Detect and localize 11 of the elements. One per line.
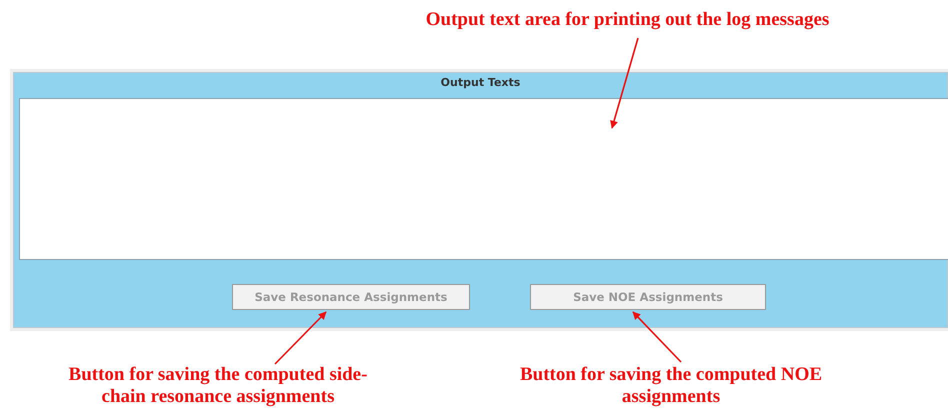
callout-text: Output text area for printing out the log messages (360, 9, 895, 35)
arrow (610, 38, 639, 129)
output-text-area (19, 98, 948, 260)
save-button: Save NOE Assignments (530, 284, 766, 310)
save-button: Save Resonance Assignments (232, 284, 470, 310)
output-panel (13, 72, 948, 328)
callout-text: Button for saving the computed NOE assignments (516, 364, 826, 410)
arrow (274, 311, 327, 365)
callout-text: Button for saving the computed side-chain resonance assignments (63, 364, 373, 410)
arrow (632, 311, 682, 363)
panel-title: Output Texts (440, 76, 522, 89)
